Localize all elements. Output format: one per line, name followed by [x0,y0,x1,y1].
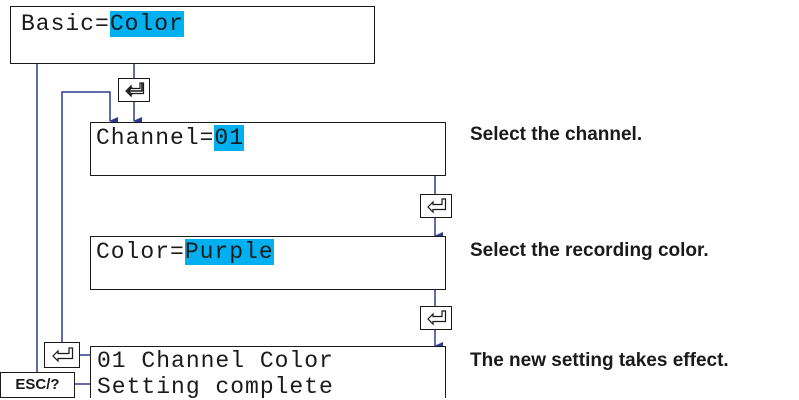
complete-line-1: 01 Channel Color [97,348,334,374]
complete-line-2: Setting complete [97,374,334,400]
channel-description: Select the channel. [470,124,643,145]
enter-key-2[interactable] [420,194,452,218]
color-value: Purple [184,239,274,265]
enter-key-icon [427,198,447,214]
enter-key-3[interactable] [420,306,452,330]
color-setting-screen: Color=Purple [90,236,446,290]
basic-prefix: Basic= [21,11,110,37]
channel-setting-screen: Channel=01 [90,122,446,176]
enter-key-icon [52,347,74,363]
esc-key[interactable]: ESC/? [0,372,75,398]
color-description: Select the recording color. [470,240,709,261]
enter-key-4[interactable] [44,342,80,368]
basic-value: Color [109,11,184,37]
complete-description: The new setting takes effect. [470,350,729,371]
channel-prefix: Channel= [96,125,215,151]
enter-key-1[interactable] [118,78,150,102]
basic-setting-screen: Basic=Color [10,6,375,64]
enter-key-icon [427,310,447,326]
color-prefix: Color= [96,239,185,265]
enter-key-icon [125,82,145,98]
channel-value: 01 [214,125,245,151]
